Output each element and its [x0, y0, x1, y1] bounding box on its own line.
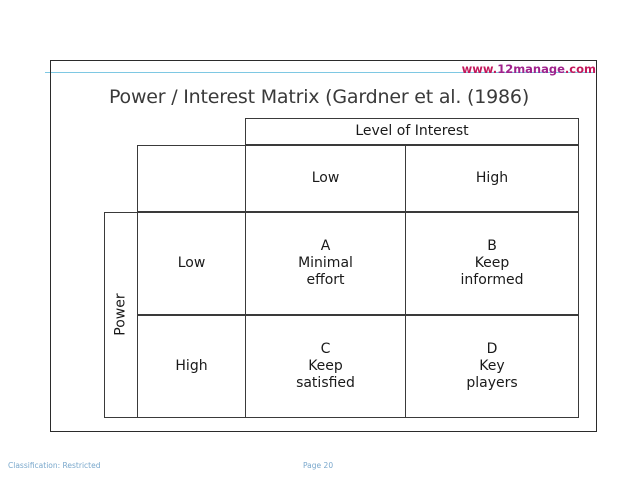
- row-header-power-high: High: [137, 315, 246, 418]
- matrix-cell-c-line1: Keep: [308, 357, 343, 374]
- column-header-interest-low: Low: [245, 145, 406, 212]
- row-group-header-power-label: Power: [112, 293, 129, 337]
- slide-frame: [50, 60, 597, 432]
- watermark-12manage: www.12manage.com: [462, 62, 596, 76]
- footer-page-number: Page 20: [303, 461, 334, 470]
- row-group-header-power: Power: [104, 212, 138, 418]
- matrix-cell-d-line2: players: [466, 375, 518, 392]
- matrix-cell-a: A Minimal effort: [245, 212, 406, 315]
- matrix-cell-d-line1: Key: [479, 357, 505, 374]
- matrix-cell-c-letter: C: [320, 340, 331, 357]
- page-title: Power / Interest Matrix (Gardner et al. …: [108, 86, 530, 108]
- matrix-cell-b-line2: informed: [460, 272, 524, 289]
- matrix-cell-a-letter: A: [320, 237, 331, 254]
- matrix-cell-d: D Key players: [405, 315, 579, 418]
- matrix-cell-b-line1: Keep: [474, 254, 510, 271]
- matrix-cell-a-line1: Minimal: [298, 254, 353, 271]
- matrix-cell-a-line2: effort: [306, 272, 345, 289]
- matrix-corner-blank-cell: [137, 145, 246, 212]
- watermark-brand: 12manage: [497, 62, 565, 76]
- column-group-header-level-of-interest: Level of Interest: [245, 118, 579, 145]
- matrix-cell-c-line2: satisfied: [296, 375, 355, 392]
- footer-classification: Classification: Restricted: [8, 461, 101, 470]
- power-interest-matrix: Level of Interest Low High Power Low Hig…: [104, 118, 579, 418]
- watermark-prefix: www.: [461, 62, 498, 76]
- header-divider-line: [45, 72, 595, 73]
- matrix-cell-b-letter: B: [487, 237, 497, 254]
- matrix-cell-d-letter: D: [486, 340, 498, 357]
- matrix-cell-c: C Keep satisfied: [245, 315, 406, 418]
- row-header-power-low: Low: [137, 212, 246, 315]
- matrix-cell-b: B Keep informed: [405, 212, 579, 315]
- column-header-interest-high: High: [405, 145, 579, 212]
- watermark-suffix: .com: [564, 62, 596, 76]
